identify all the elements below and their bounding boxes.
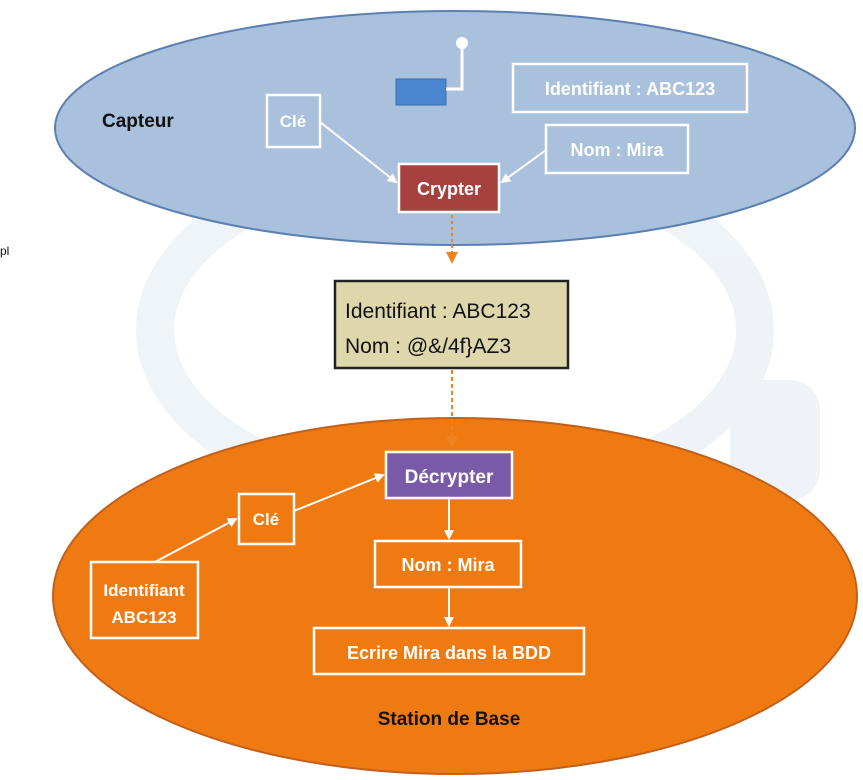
encrypt-box: Crypter: [397, 162, 501, 214]
edge-text-fragment: pl: [0, 244, 9, 258]
identifier-to-key-arrow: [154, 518, 238, 563]
sensor-title: Capteur: [102, 111, 174, 132]
sensor-name-label: Nom : Mira: [570, 140, 664, 160]
sensor-name-box: Nom : Mira: [544, 123, 690, 175]
name-to-encrypt-arrow: [500, 149, 547, 184]
sensor-device-icon: [395, 37, 468, 106]
write-database-box: Ecrire Mira dans la BDD: [312, 626, 586, 676]
sensor-identifier-label: Identifiant : ABC123: [545, 79, 715, 99]
sensor-key-box: Clé: [265, 93, 322, 149]
decrypt-box: Décrypter: [384, 450, 514, 500]
base-station-title: Station de Base: [378, 709, 521, 730]
transmitted-message-box: Identifiant : ABC123 Nom : @&/4f}AZ3: [333, 279, 570, 370]
key-to-encrypt-arrow: [319, 121, 398, 184]
key-to-decrypt-arrow: [293, 473, 385, 512]
encrypt-label: Crypter: [417, 179, 481, 199]
base-identifier-line1: Identifiant: [103, 581, 185, 600]
base-key-box: Clé: [237, 492, 296, 546]
message-encrypted-name: Nom : @&/4f}AZ3: [345, 335, 511, 358]
write-database-label: Ecrire Mira dans la BDD: [347, 643, 551, 663]
base-identifier-line2: ABC123: [111, 608, 176, 627]
base-name-label: Nom : Mira: [401, 555, 495, 575]
base-key-label: Clé: [253, 510, 279, 529]
sensor-ellipse: [54, 10, 856, 246]
sensor-identifier-box: Identifiant : ABC123: [511, 62, 749, 114]
base-station-ellipse: [52, 417, 858, 775]
decrypt-label: Décrypter: [405, 467, 494, 488]
sensor-key-label: Clé: [280, 112, 306, 131]
message-identifier: Identifiant : ABC123: [345, 300, 531, 323]
base-identifier-box: Identifiant ABC123: [89, 560, 200, 640]
